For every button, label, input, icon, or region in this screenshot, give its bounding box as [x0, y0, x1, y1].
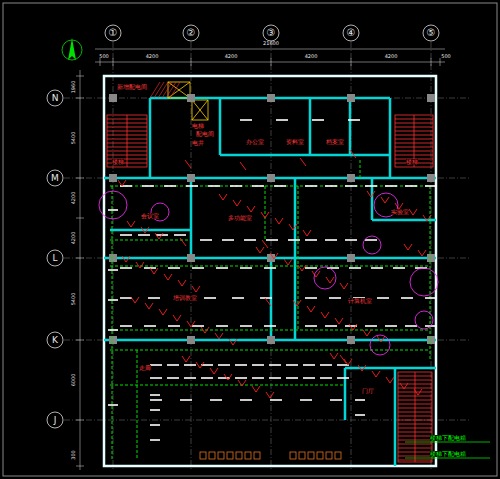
dimension-text: 300 [71, 450, 76, 460]
room-name: 门厅 [362, 388, 374, 394]
dimension-text: 5400 [71, 132, 76, 145]
room-name: 多功能室 [228, 215, 252, 221]
room-name: 培训教室 [173, 295, 197, 301]
room-name: 电井 [192, 140, 204, 146]
grid-axis-label: K [52, 336, 58, 345]
grid-axis-label: N [52, 94, 59, 103]
dimension-text: 21600 [263, 41, 279, 46]
grid-axis-label: J [54, 416, 57, 425]
dimension-text: 5400 [71, 293, 76, 306]
dimension-text: 4200 [305, 54, 318, 59]
dimension-text: 500 [99, 54, 109, 59]
dimension-text: 4200 [385, 54, 398, 59]
grid-axis-label: M [51, 174, 59, 183]
room-name: 办公室 [246, 139, 264, 145]
room-name: 楼梯 [112, 159, 124, 165]
room-name: 计算机室 [348, 298, 372, 304]
dimension-text: 4200 [225, 54, 238, 59]
room-name: 走廊 [139, 365, 151, 371]
dimension-text: 500 [441, 54, 451, 59]
panel-note: 楼梯下配电箱 [430, 451, 466, 457]
room-name: 资料室 [286, 139, 304, 145]
dimension-text: 4200 [71, 232, 76, 245]
room-name: 电梯 [192, 123, 204, 129]
dimension-text: 4200 [146, 54, 159, 59]
grid-axis-label: ④ [347, 28, 356, 38]
grid-axis-label: L [52, 254, 57, 263]
room-name: 档案室 [326, 139, 344, 145]
room-name: 配电间 [196, 131, 214, 137]
grid-axis-label: ③ [267, 28, 276, 38]
grid-axis-label: ⑤ [427, 28, 436, 38]
dimension-text: 4200 [71, 192, 76, 205]
room-name: 实验室 [391, 209, 409, 215]
grid-axis-label: ② [187, 28, 196, 38]
room-name: 楼梯 [406, 159, 418, 165]
room-name: 新增配电间 [117, 84, 147, 90]
panel-note: 楼梯下配电箱 [430, 435, 466, 441]
dimension-text: 6000 [71, 374, 76, 387]
dimension-text: 1960 [71, 81, 76, 94]
room-name: 会议室 [141, 213, 159, 219]
grid-axis-label: ① [109, 28, 118, 38]
